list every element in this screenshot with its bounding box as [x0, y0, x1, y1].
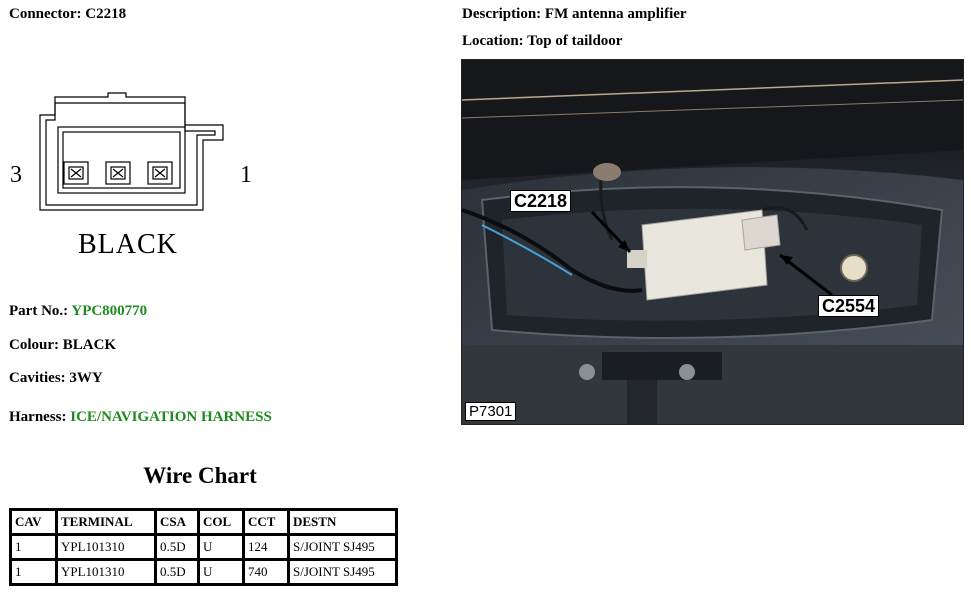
- table-row: 1 YPL101310 0.5D U 124 S/JOINT SJ495: [9, 533, 398, 561]
- connector-title: Connector: C2218: [9, 6, 126, 23]
- description-line: Description: FM antenna amplifier: [462, 6, 687, 23]
- callout-c2218: C2218: [510, 190, 572, 212]
- cavities-line: Cavities: 3WY: [9, 370, 103, 387]
- location-line: Location: Top of taildoor: [462, 33, 622, 50]
- harness-line: Harness: ICE/NAVIGATION HARNESS: [9, 409, 272, 426]
- colour-value: BLACK: [62, 337, 117, 353]
- wire-chart-title: Wire Chart: [143, 463, 257, 488]
- cell-destn: S/JOINT SJ495: [287, 558, 398, 586]
- description-label: Description:: [462, 6, 542, 22]
- cell-terminal: YPL101310: [55, 558, 157, 586]
- cell-csa: 0.5D: [154, 533, 200, 561]
- description-value: FM antenna amplifier: [544, 6, 687, 22]
- column-header-destn: DESTN: [287, 508, 398, 536]
- connector-face-diagram: 3 1 BLACK: [10, 92, 252, 260]
- cavities-value: 3WY: [69, 370, 103, 386]
- cell-terminal: YPL101310: [55, 533, 157, 561]
- cell-destn: S/JOINT SJ495: [287, 533, 398, 561]
- part-number-value: YPC800770: [71, 303, 148, 319]
- location-label: Location:: [462, 33, 524, 49]
- cell-col: U: [197, 533, 245, 561]
- wire-chart-table: CAV TERMINAL CSA COL CCT DESTN 1 YPL1013…: [9, 508, 398, 586]
- cell-cct: 124: [242, 533, 290, 561]
- pin-label-left: 3: [10, 162, 22, 188]
- colour-line: Colour: BLACK: [9, 337, 116, 354]
- cell-csa: 0.5D: [154, 558, 200, 586]
- column-header-col: COL: [197, 508, 245, 536]
- harness-label: Harness:: [9, 409, 67, 425]
- part-number-line: Part No.: YPC800770: [9, 303, 147, 320]
- cell-cav: 1: [9, 533, 58, 561]
- colour-label: Colour:: [9, 337, 59, 353]
- diagram-colour-text: BLACK: [78, 229, 178, 260]
- connector-label: Connector:: [9, 6, 82, 22]
- cell-cav: 1: [9, 558, 58, 586]
- table-header-row: CAV TERMINAL CSA COL CCT DESTN: [9, 508, 398, 536]
- table-row: 1 YPL101310 0.5D U 740 S/JOINT SJ495: [9, 558, 398, 586]
- cell-col: U: [197, 558, 245, 586]
- part-number-label: Part No.:: [9, 303, 69, 319]
- location-value: Top of taildoor: [527, 33, 623, 49]
- photo-reference: P7301: [465, 402, 517, 421]
- column-header-cct: CCT: [242, 508, 290, 536]
- column-header-csa: CSA: [154, 508, 200, 536]
- cavities-label: Cavities:: [9, 370, 66, 386]
- pin-label-right: 1: [240, 162, 252, 188]
- column-header-cav: CAV: [9, 508, 58, 536]
- location-photo: C2218 C2554 P7301: [461, 59, 964, 425]
- location-photo-image: [462, 60, 963, 424]
- callout-c2554: C2554: [818, 295, 880, 317]
- column-header-terminal: TERMINAL: [55, 508, 157, 536]
- connector-id: C2218: [85, 6, 127, 22]
- harness-value: ICE/NAVIGATION HARNESS: [70, 409, 272, 425]
- cell-cct: 740: [242, 558, 290, 586]
